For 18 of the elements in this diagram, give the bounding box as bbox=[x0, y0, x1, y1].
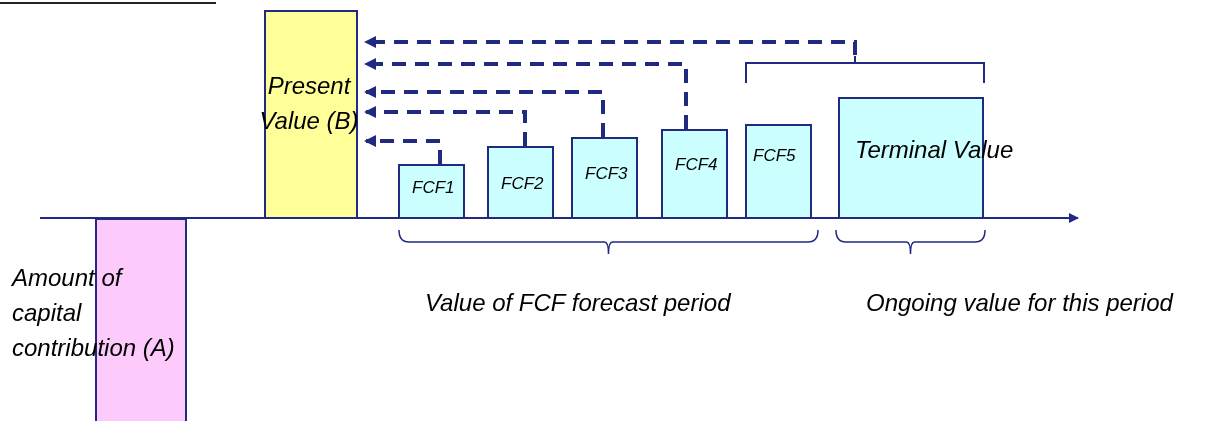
dashed-arrow bbox=[364, 135, 442, 164]
value-bar bbox=[661, 129, 728, 219]
bracket-label: Ongoing value for this period bbox=[866, 288, 1173, 318]
bar-label: FCF4 bbox=[675, 155, 718, 175]
bar-label: FCF2 bbox=[501, 174, 544, 194]
bar-label: FCF3 bbox=[585, 164, 628, 184]
bar-label: FCF5 bbox=[753, 146, 796, 166]
value-bar bbox=[487, 146, 554, 219]
dashed-arrow bbox=[364, 36, 857, 55]
value-bar bbox=[745, 124, 812, 219]
value-bar bbox=[398, 164, 465, 219]
value-bar bbox=[571, 137, 638, 219]
dashed-arrow bbox=[364, 86, 605, 137]
bracket bbox=[744, 55, 986, 84]
bar-label: FCF1 bbox=[412, 178, 455, 198]
dashed-arrow bbox=[364, 106, 527, 146]
bracket-label: Value of FCF forecast period bbox=[425, 288, 731, 318]
dashed-arrow bbox=[364, 58, 688, 129]
